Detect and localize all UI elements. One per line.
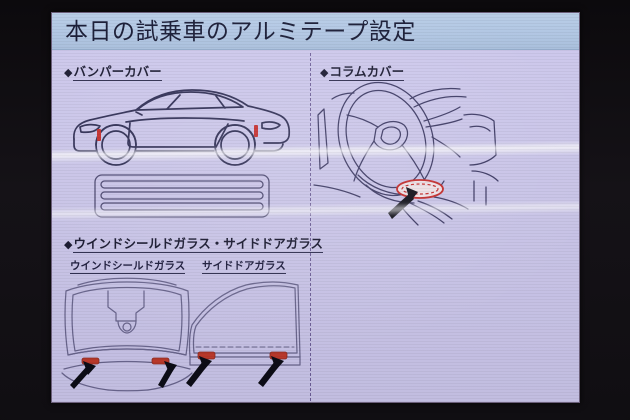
section-heading-column-cover-label: コラムカバー (329, 65, 405, 81)
slide-body: ◆バンパーカバー ◆コラムカバー ◆ウインドシールドガラス・サイドドアガラス ウ… (52, 49, 579, 402)
arrow-to-side-glass-tape-left (186, 356, 212, 387)
tape-mark-rear-bumper (254, 125, 258, 137)
section-heading-bumper-cover-label: バンパーカバー (73, 65, 162, 81)
figure-side-door-glass (184, 273, 308, 389)
section-heading-column-cover: ◆コラムカバー (320, 61, 405, 81)
figure-car-side-view (66, 79, 296, 171)
diamond-bullet-icon: ◆ (64, 239, 73, 251)
page-title: 本日の試乗車のアルミテープ設定 (65, 18, 416, 44)
presentation-slide: 本日の試乗車のアルミテープ設定 ◆バンパーカバー ◆コラムカバー ◆ウインドシー… (52, 13, 579, 402)
sub-label-windshield: ウインドシールドガラス (70, 258, 186, 274)
tape-mark-front-bumper (97, 129, 101, 141)
arrow-to-side-glass-tape-right (258, 356, 284, 387)
arrow-to-windshield-tape-left (70, 361, 96, 389)
arrow-to-windshield-tape-right (158, 361, 177, 388)
vertical-divider (310, 53, 311, 401)
diamond-bullet-icon: ◆ (320, 67, 329, 79)
figure-windshield-glass (56, 273, 196, 393)
tape-mark-column-cover (396, 179, 444, 199)
section-heading-bumper-cover: ◆バンパーカバー (64, 61, 162, 81)
diamond-bullet-icon: ◆ (64, 67, 73, 79)
section-heading-glass-label: ウインドシールドガラス・サイドドアガラス (73, 237, 323, 253)
section-heading-glass: ◆ウインドシールドガラス・サイドドアガラス (64, 233, 323, 253)
sub-label-side-door: サイドドアガラス (202, 258, 286, 274)
sub-label-side-door-text: サイドドアガラス (202, 260, 286, 274)
sub-label-windshield-text: ウインドシールドガラス (70, 260, 186, 274)
figure-bumper-cover-strips (94, 174, 270, 218)
slide-title-bar: 本日の試乗車のアルミテープ設定 (52, 13, 579, 50)
figure-steering-column-cover (313, 75, 514, 226)
